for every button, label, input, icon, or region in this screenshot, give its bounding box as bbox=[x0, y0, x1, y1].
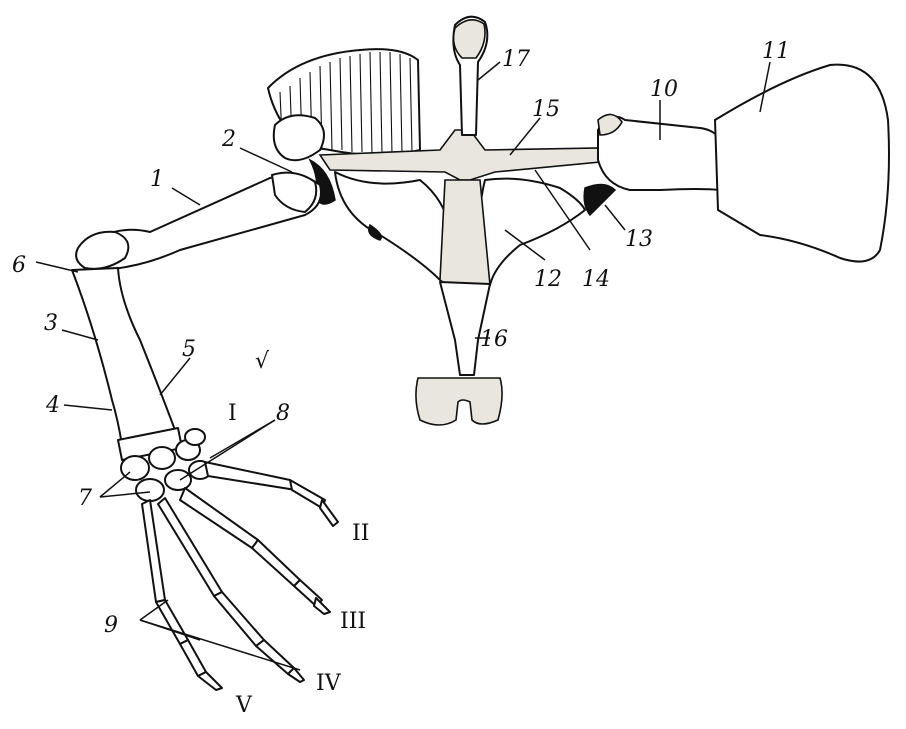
label-7: 7 bbox=[78, 486, 92, 511]
label-2: 2 bbox=[221, 127, 236, 152]
label-9: 9 bbox=[104, 613, 118, 638]
digit-label-III: III bbox=[340, 609, 366, 634]
panel-label: I bbox=[228, 401, 237, 426]
shoulder-girdle bbox=[308, 129, 617, 291]
digit-label-V: V bbox=[235, 693, 253, 718]
digit-label-IV: IV bbox=[316, 671, 342, 696]
label-3: 3 bbox=[44, 311, 58, 336]
label-13: 13 bbox=[625, 227, 653, 252]
digit-labels: II III IV V bbox=[235, 521, 369, 718]
label-11: 11 bbox=[762, 39, 790, 64]
radioulna bbox=[71, 267, 183, 461]
check-mark: √ bbox=[255, 349, 270, 374]
left-humerus bbox=[75, 171, 322, 271]
label-5: 5 bbox=[182, 337, 196, 362]
label-10: 10 bbox=[650, 77, 678, 102]
carpals bbox=[120, 428, 212, 502]
xiphisternum bbox=[415, 281, 503, 426]
label-16: 16 bbox=[480, 327, 508, 352]
label-4: 4 bbox=[45, 393, 60, 418]
label-14: 14 bbox=[582, 267, 610, 292]
label-1: 1 bbox=[150, 167, 164, 192]
digits bbox=[141, 461, 339, 691]
label-8: 8 bbox=[276, 401, 290, 426]
label-17: 17 bbox=[502, 47, 530, 72]
right-limb-bones bbox=[597, 63, 890, 263]
label-6: 6 bbox=[12, 253, 26, 278]
left-suprascapula bbox=[267, 48, 421, 162]
figure-labels: 1 2 3 4 5 6 7 8 9 10 11 12 13 14 15 16 1… bbox=[12, 39, 790, 638]
omosternum bbox=[452, 15, 489, 136]
label-15: 15 bbox=[532, 97, 560, 122]
label-12: 12 bbox=[534, 267, 562, 292]
leader-lines bbox=[35, 61, 771, 671]
digit-label-II: II bbox=[352, 521, 369, 546]
